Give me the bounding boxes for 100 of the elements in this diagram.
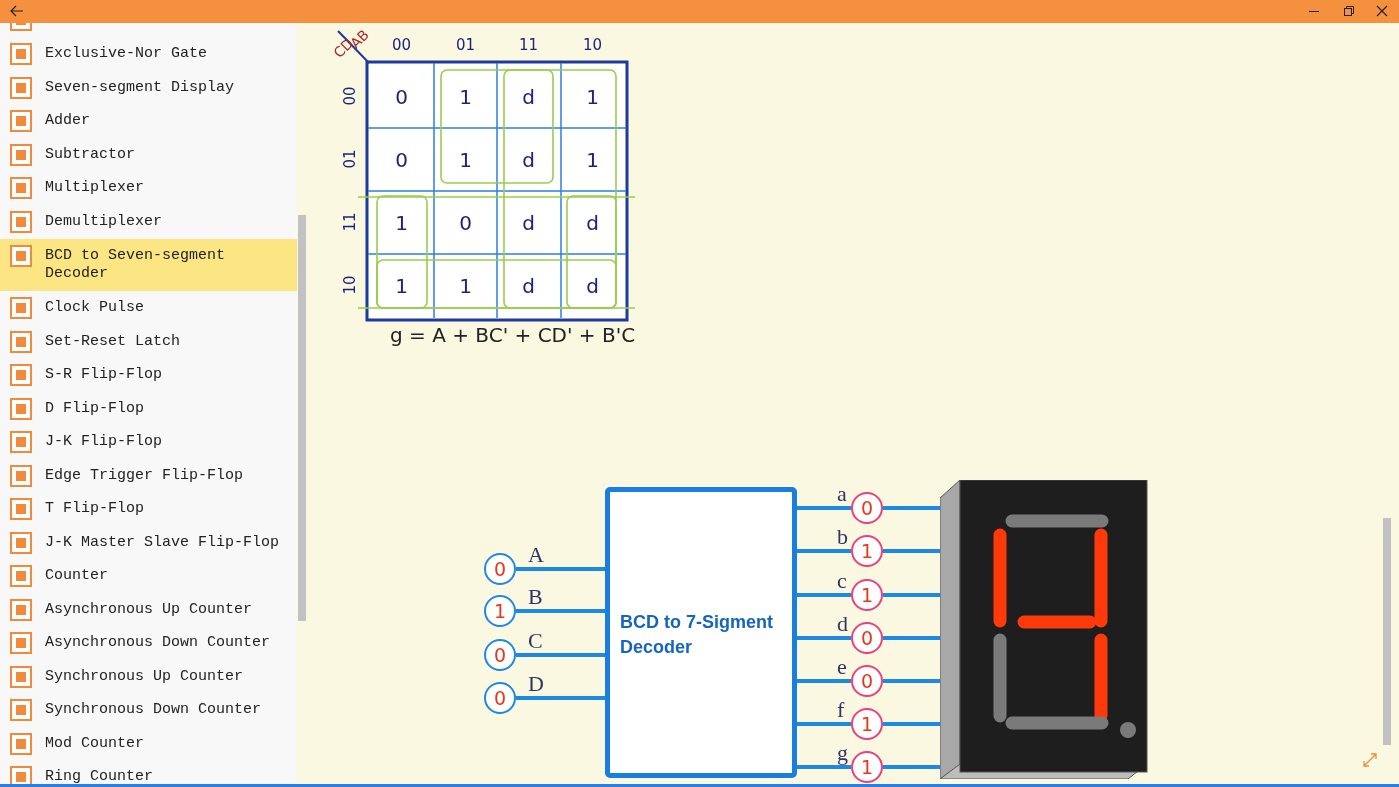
menu-item-label: Synchronous Down Counter — [45, 701, 263, 719]
kmap-value: d — [522, 148, 535, 171]
input-value-circle — [484, 553, 516, 585]
bit-value: 1 — [860, 585, 874, 605]
bit-value: 0 — [860, 628, 874, 648]
output-value-circle — [851, 492, 883, 524]
menu-item-label: Adder — [45, 112, 91, 130]
connector-line — [797, 722, 851, 726]
menu-item-label: J-K Flip-Flop — [45, 433, 164, 451]
row-header: 01 — [340, 149, 359, 169]
connector-line — [516, 653, 605, 657]
kmap-value: d — [586, 211, 599, 234]
signal-label: C — [528, 630, 543, 652]
menu-item-label: Clock Pulse — [45, 299, 146, 317]
signal-label: g — [837, 742, 848, 764]
menu-item-label: Subtractor — [45, 145, 136, 164]
output-value-circle — [851, 751, 883, 783]
bit-value: 1 — [860, 541, 874, 561]
column-header: 00 — [392, 36, 412, 54]
decoder-block — [605, 487, 797, 778]
column-header: 11 — [519, 36, 539, 54]
kmap-value: 1 — [586, 148, 599, 171]
block-title: BCD to 7-Sigment Decoder — [620, 611, 774, 659]
input-value-circle — [484, 682, 516, 714]
boolean-expression: g = A + BC' + CD' + B'C — [390, 323, 636, 347]
menu-item-label: Seven-segment Display — [45, 78, 236, 97]
kmap-value: 1 — [459, 274, 472, 297]
connector-line — [797, 636, 851, 640]
menu-item-label: Exclusive-Nor Gate — [45, 45, 209, 63]
input-value-circle — [484, 639, 516, 671]
connector-line — [883, 549, 940, 553]
kmap-value: 0 — [395, 85, 408, 108]
kmap-value: 1 — [395, 274, 408, 297]
bit-value: 0 — [493, 559, 507, 579]
kmap-value: 0 — [395, 148, 408, 171]
signal-label: d — [837, 613, 848, 635]
menu-item-label: Edge Trigger Flip-Flop — [45, 466, 245, 485]
signal-label: B — [528, 586, 543, 608]
bit-value: 1 — [860, 714, 874, 734]
connector-line — [797, 679, 851, 683]
kmap-value: d — [586, 274, 599, 297]
kmap-value: 1 — [459, 148, 472, 171]
column-header: 01 — [456, 36, 476, 54]
output-value-circle — [851, 622, 883, 654]
output-value-circle — [851, 708, 883, 740]
connector-line — [797, 593, 851, 597]
bit-value: 1 — [860, 757, 874, 777]
connector-line — [797, 549, 851, 553]
bit-value: 0 — [493, 688, 507, 708]
menu-item-label: Set-Reset Latch — [45, 332, 182, 351]
signal-label: f — [837, 699, 845, 721]
menu-item-label: Ring Counter — [45, 768, 155, 786]
bit-value: 0 — [860, 671, 874, 691]
kmap-value: 1 — [586, 85, 599, 108]
kmap-value: 1 — [395, 211, 408, 234]
connector-line — [883, 593, 940, 597]
kmap-value: 0 — [459, 211, 472, 234]
signal-label: e — [837, 656, 847, 678]
signal-label: b — [837, 526, 848, 548]
connector-line — [883, 679, 940, 683]
output-value-circle — [851, 579, 883, 611]
menu-item-label: Asynchronous Up Counter — [45, 600, 254, 619]
connector-line — [516, 609, 605, 613]
kmap-value: d — [522, 85, 535, 108]
menu-item-label: Counter — [45, 567, 109, 585]
menu-item-label: Mod Counter — [45, 734, 146, 753]
connector-line — [883, 636, 940, 640]
kmap-value: d — [522, 274, 535, 297]
connector-line — [883, 765, 940, 769]
bit-value: 0 — [860, 498, 874, 518]
menu-item-label: Synchronous Up Counter — [45, 667, 245, 686]
input-value-circle — [484, 595, 516, 627]
row-header: 00 — [340, 86, 359, 106]
signal-label: A — [528, 544, 544, 566]
connector-line — [516, 567, 605, 571]
connector-line — [797, 506, 851, 510]
signal-label: D — [528, 673, 544, 695]
signal-label: c — [837, 570, 847, 592]
row-header: 11 — [340, 212, 359, 232]
menu-item-label: S-R Flip-Flop — [45, 366, 164, 384]
connector-line — [516, 696, 605, 700]
menu-item-label: BCD to Seven-segment Decoder — [45, 247, 227, 283]
connector-line — [797, 765, 851, 769]
menu-item-label: D Flip-Flop — [45, 399, 146, 418]
connector-line — [883, 506, 940, 510]
column-header: 10 — [583, 36, 603, 54]
bit-value: 1 — [493, 601, 507, 621]
menu-item-label: J-K Master Slave Flip-Flop — [45, 533, 281, 552]
bit-value: 0 — [493, 645, 507, 665]
kmap-value: d — [522, 211, 535, 234]
menu-item-label: Multiplexer — [45, 179, 146, 197]
menu-item-label: Asynchronous Down Counter — [45, 634, 272, 652]
connector-line — [883, 722, 940, 726]
kmap-value: 1 — [459, 85, 472, 108]
menu-item-label: T Flip-Flop — [45, 500, 146, 518]
row-header: 10 — [340, 275, 359, 295]
signal-label: a — [837, 483, 847, 505]
output-value-circle — [851, 535, 883, 567]
menu-item-label: Demultiplexer — [45, 212, 164, 231]
output-value-circle — [851, 665, 883, 697]
